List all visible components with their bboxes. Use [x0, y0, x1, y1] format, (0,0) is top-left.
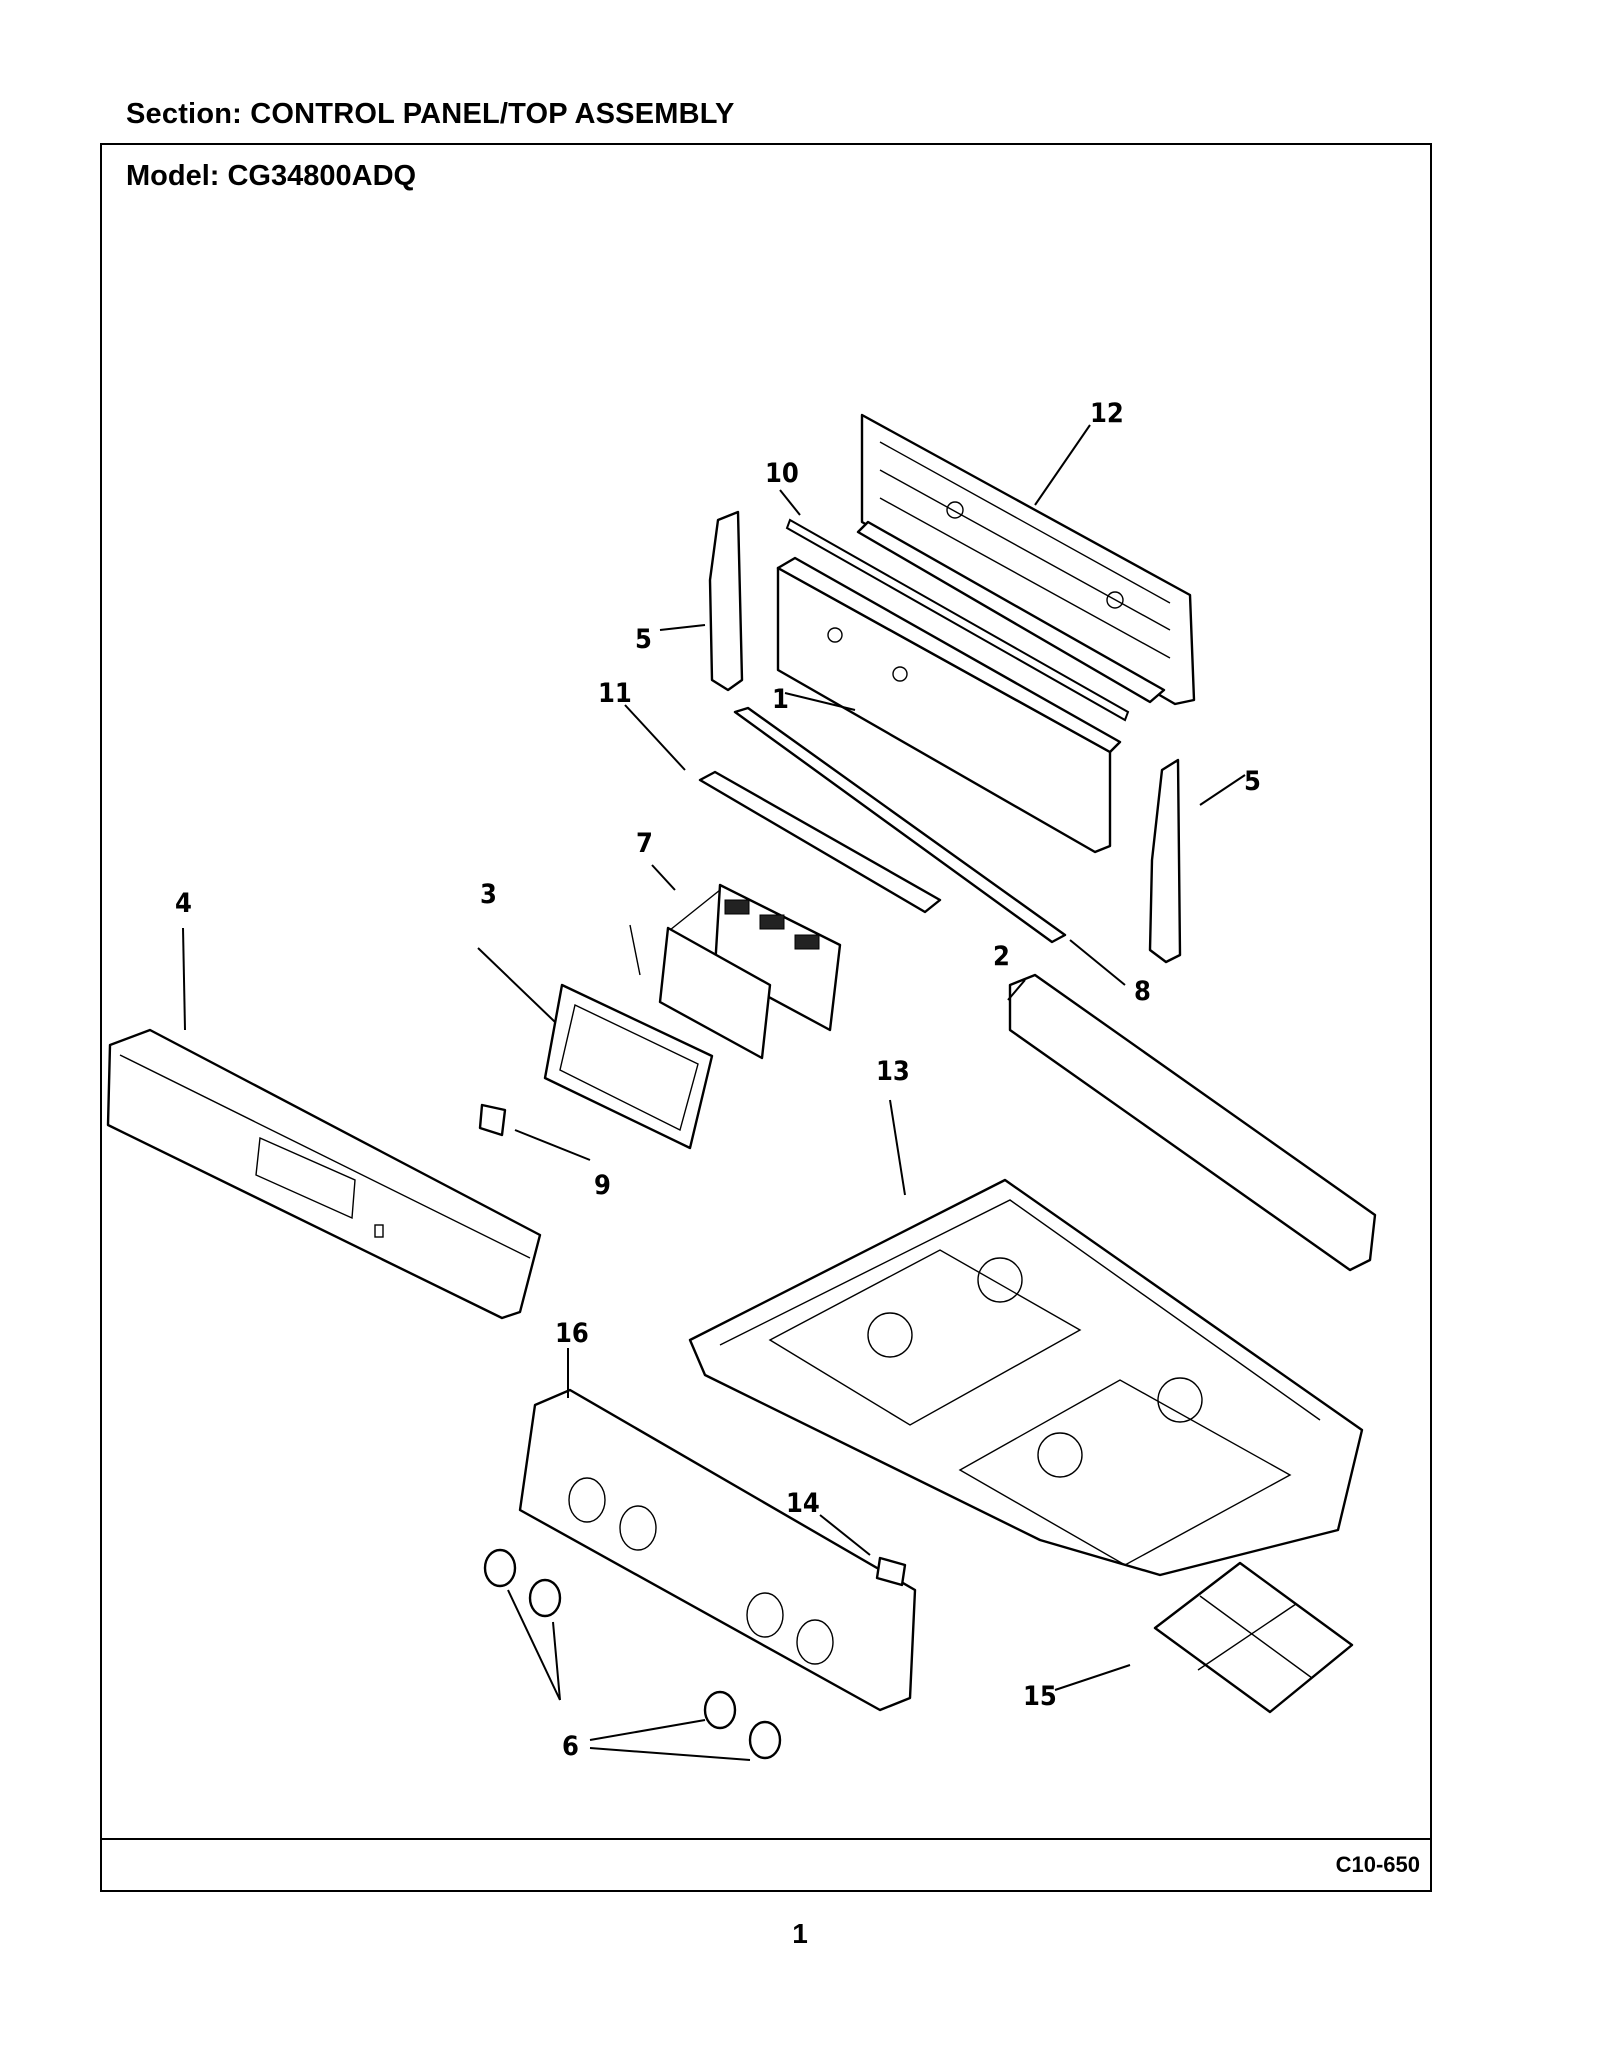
part-7-control-board — [629, 883, 842, 1060]
drawing-code: C10-650 — [1335, 1852, 1420, 1877]
callout-2: 2 — [993, 941, 1010, 972]
callout-14: 14 — [786, 1488, 820, 1519]
part-5-end-cap-left — [708, 510, 744, 692]
part-10-rail — [785, 518, 1130, 722]
callout-5-left: 5 — [635, 624, 652, 655]
callout-12: 12 — [1090, 398, 1124, 429]
footer-divider — [100, 1838, 1432, 1840]
part-13-cooktop — [688, 1178, 1364, 1577]
callout-8: 8 — [1134, 976, 1151, 1007]
part-5-end-cap-right — [1148, 758, 1182, 964]
part-2-vent — [1008, 973, 1377, 1272]
callout-6: 6 — [562, 1731, 579, 1762]
callout-4: 4 — [175, 888, 192, 919]
callout-5-right: 5 — [1244, 766, 1261, 797]
part-4-control-panel — [106, 1028, 542, 1320]
part-16-knob-panel — [518, 1388, 917, 1712]
page-number: 1 — [792, 1918, 808, 1949]
callout-1: 1 — [772, 684, 789, 715]
callout-15: 15 — [1023, 1681, 1057, 1712]
part-6-knobs — [483, 1548, 782, 1760]
part-3-display — [543, 983, 714, 1150]
part-15-grate — [1153, 1561, 1354, 1714]
callout-16: 16 — [555, 1318, 589, 1349]
part-8-trim — [733, 706, 1067, 944]
callout-10: 10 — [765, 458, 799, 489]
section-title: Section: CONTROL PANEL/TOP ASSEMBLY — [126, 98, 735, 130]
callout-leaders — [182, 424, 1246, 1761]
part-14-component — [875, 1556, 907, 1587]
callout-3: 3 — [480, 879, 497, 910]
diagram-frame — [100, 143, 1432, 1892]
part-11-trim — [698, 770, 942, 914]
part-1-back-panel — [776, 556, 1122, 854]
part-12-rear-bracket — [856, 413, 1196, 706]
callout-9: 9 — [594, 1170, 611, 1201]
callout-13: 13 — [876, 1056, 910, 1087]
callout-11: 11 — [598, 678, 632, 709]
callout-7: 7 — [636, 828, 653, 859]
model-title: Model: CG34800ADQ — [126, 160, 417, 192]
part-9-switch — [478, 1103, 507, 1137]
